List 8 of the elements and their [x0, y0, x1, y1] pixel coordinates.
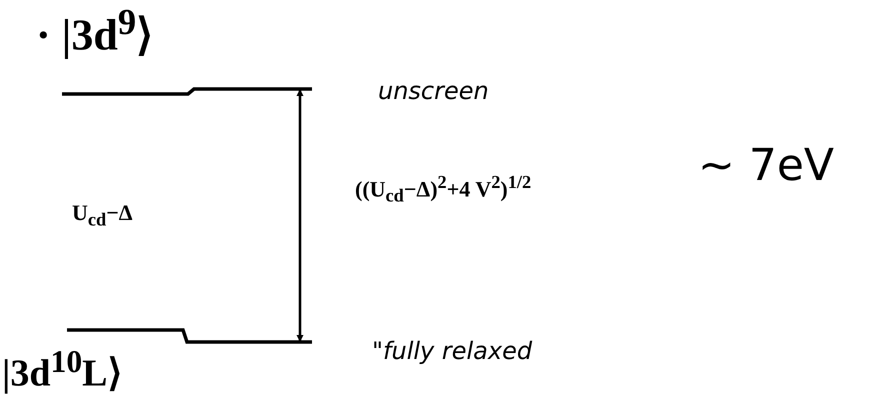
energy-value: ~ 7eV [698, 142, 834, 190]
handwritten-note: unscreen [378, 78, 489, 104]
energy-formula: ((U$_{cd}$−Δ)$^{2}$+4 V$^{2}$)$^{1/2}$ [355, 172, 532, 207]
energy-gap-arrow [296, 89, 304, 342]
handwritten-note: "fully relaxed [372, 338, 532, 364]
gap-formula: U$_{cd}$−Δ [72, 200, 133, 230]
state-label: · |3d$^{9}$⟩ [36, 4, 154, 58]
state-label: |3d$^{10}$L⟩ [2, 346, 123, 393]
